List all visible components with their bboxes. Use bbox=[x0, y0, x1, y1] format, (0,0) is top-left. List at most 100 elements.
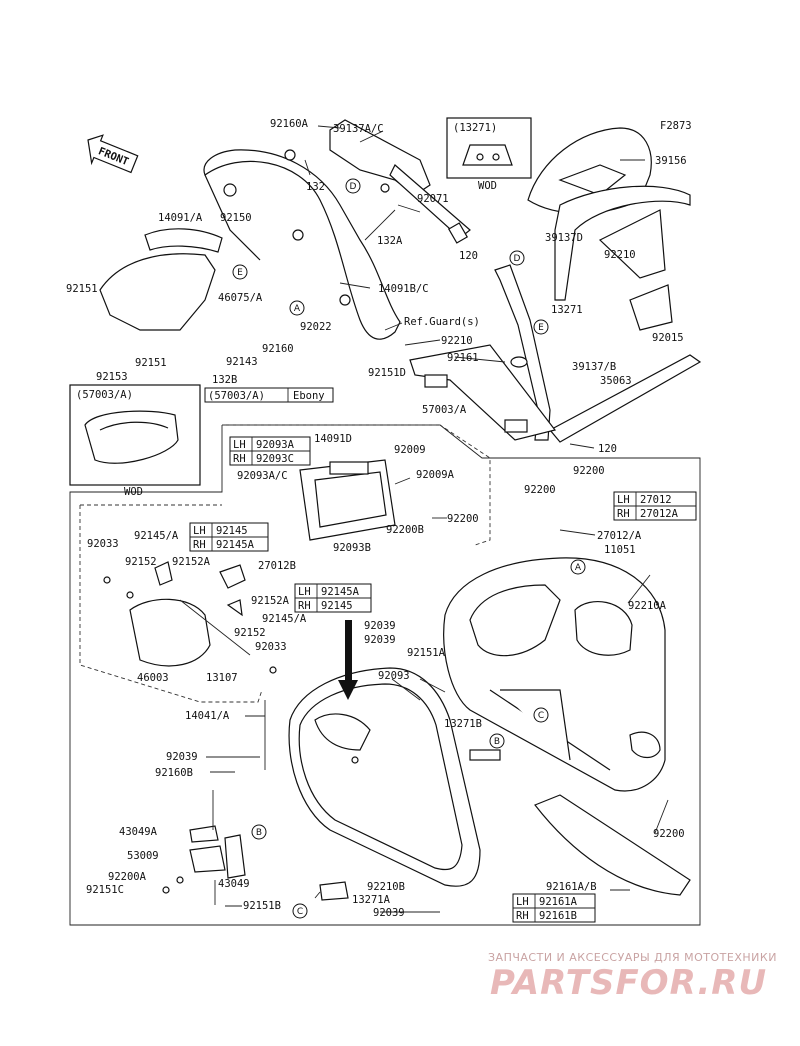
saddlebag-body bbox=[443, 557, 666, 792]
watermark-logo: PARTSFOR.RU bbox=[490, 963, 767, 1003]
label-132A: 132A bbox=[377, 235, 403, 247]
ref-B-2: B bbox=[251, 824, 267, 840]
label-14091A: 14091/A bbox=[158, 212, 203, 224]
svg-text:92093A: 92093A bbox=[256, 439, 295, 451]
label-39137D: 39137D bbox=[545, 232, 583, 244]
svg-text:27012A: 27012A bbox=[640, 508, 679, 520]
label-92143: 92143 bbox=[226, 356, 258, 368]
label-57003A: 57003/A bbox=[422, 404, 467, 416]
rail-bars bbox=[409, 264, 702, 443]
svg-text:E: E bbox=[538, 323, 544, 333]
svg-text:92145: 92145 bbox=[216, 525, 248, 537]
ref-E-2: E bbox=[533, 319, 549, 335]
svg-text:92145A: 92145A bbox=[321, 586, 360, 598]
label-14091BC: 14091B/C bbox=[378, 283, 429, 295]
part-labels: 92160A 39137A/C 39156 132 92071 14091/A … bbox=[66, 118, 687, 919]
label-92152A-t: 92152A bbox=[172, 556, 211, 568]
ref-letters: D D E E A A C B B C bbox=[232, 178, 586, 919]
svg-text:RH: RH bbox=[516, 910, 529, 922]
label-92009A: 92009A bbox=[416, 469, 455, 481]
rear-fender-assembly bbox=[99, 149, 401, 340]
svg-text:RH: RH bbox=[193, 539, 206, 551]
assembly-arrow bbox=[338, 620, 358, 700]
lhrh-table-92161: LH 92161A RH 92161B bbox=[512, 893, 596, 923]
svg-text:(57003/A): (57003/A) bbox=[76, 389, 133, 401]
label-92200-m: 92200 bbox=[524, 484, 556, 496]
label-14041A: 14041/A bbox=[185, 710, 230, 722]
svg-text:C: C bbox=[538, 711, 544, 721]
frame-lines bbox=[69, 424, 701, 926]
label-43049A: 43049A bbox=[119, 826, 158, 838]
ref-C-1: C bbox=[533, 707, 549, 723]
label-92160A: 92160A bbox=[270, 118, 309, 130]
svg-text:WOD: WOD bbox=[124, 486, 143, 498]
label-92039-a: 92039 bbox=[364, 620, 396, 632]
ref-A-2: A bbox=[570, 559, 586, 575]
label-92152-t: 92152 bbox=[125, 556, 157, 568]
svg-text:(13271): (13271) bbox=[453, 122, 497, 134]
svg-text:LH: LH bbox=[516, 896, 529, 908]
wod-inset-13271: (13271) WOD bbox=[446, 117, 532, 192]
label-92200-t: 92200 bbox=[573, 465, 605, 477]
label-92161AB: 92161A/B bbox=[546, 881, 597, 893]
label-92015: 92015 bbox=[652, 332, 684, 344]
svg-text:LH: LH bbox=[193, 525, 206, 537]
label-46003: 46003 bbox=[137, 672, 169, 684]
label-92151-m: 92151 bbox=[135, 357, 167, 369]
label-92152A-m: 92152A bbox=[251, 595, 290, 607]
ref-C-2: C bbox=[292, 903, 308, 919]
label-92210-r: 92210 bbox=[604, 249, 636, 261]
label-92161: 92161 bbox=[447, 352, 479, 364]
svg-text:RH: RH bbox=[298, 600, 311, 612]
label-92033-m: 92033 bbox=[255, 641, 287, 653]
svg-text:WOD: WOD bbox=[478, 180, 497, 192]
saddlebag-cover bbox=[288, 667, 481, 887]
label-92033-t: 92033 bbox=[87, 538, 119, 550]
label-92093B: 92093B bbox=[333, 542, 371, 554]
label-92151D: 92151D bbox=[368, 367, 406, 379]
label-92151B: 92151B bbox=[243, 900, 281, 912]
label-39137B: 39137/B bbox=[572, 361, 616, 373]
label-39156: 39156 bbox=[655, 155, 687, 167]
backrest-39156 bbox=[527, 127, 691, 331]
top-bracket bbox=[284, 119, 471, 244]
svg-text:B: B bbox=[256, 828, 262, 838]
label-13271-r: 13271 bbox=[551, 304, 583, 316]
svg-text:27012: 27012 bbox=[640, 494, 672, 506]
watermark-tagline: ЗАПЧАСТИ И АКСЕССУАРЫ ДЛЯ МОТОТЕХНИКИ bbox=[488, 951, 777, 964]
label-92150: 92150 bbox=[220, 212, 252, 224]
label-92151C: 92151C bbox=[86, 884, 124, 896]
svg-text:92093C: 92093C bbox=[256, 453, 294, 465]
label-92151-l: 92151 bbox=[66, 283, 98, 295]
label-92200-b: 92200 bbox=[653, 828, 685, 840]
svg-text:A: A bbox=[294, 304, 301, 314]
label-46075A: 46075/A bbox=[218, 292, 263, 304]
label-92039-c: 92039 bbox=[166, 751, 198, 763]
label-92039-d: 92039 bbox=[373, 907, 405, 919]
label-92093AC: 92093A/C bbox=[237, 470, 288, 482]
label-92160B: 92160B bbox=[155, 767, 193, 779]
svg-text:C: C bbox=[297, 907, 303, 917]
label-53009: 53009 bbox=[127, 850, 159, 862]
figure-code: F2873 bbox=[660, 120, 692, 132]
label-43049: 43049 bbox=[218, 878, 250, 890]
svg-text:RH: RH bbox=[617, 508, 630, 520]
ebony-row: (57003/A) Ebony bbox=[204, 387, 334, 403]
label-27012A: 27012/A bbox=[597, 530, 642, 542]
front-arrow: FRONT bbox=[87, 134, 139, 174]
bottom-strip-92161AB bbox=[534, 794, 691, 896]
label-92009: 92009 bbox=[394, 444, 426, 456]
label-11051: 11051 bbox=[604, 544, 636, 556]
label-92151A: 92151A bbox=[407, 647, 446, 659]
label-92200B: 92200B bbox=[386, 524, 424, 536]
label-92153: 92153 bbox=[96, 371, 128, 383]
svg-text:92145A: 92145A bbox=[216, 539, 255, 551]
label-92145A-t: 92145/A bbox=[134, 530, 179, 542]
ref-D-1: D bbox=[345, 178, 361, 194]
svg-text:D: D bbox=[514, 254, 521, 264]
label-92071: 92071 bbox=[417, 193, 449, 205]
svg-text:E: E bbox=[237, 268, 243, 278]
svg-text:92161B: 92161B bbox=[539, 910, 577, 922]
svg-text:92145: 92145 bbox=[321, 600, 353, 612]
ref-E-1: E bbox=[232, 264, 248, 280]
